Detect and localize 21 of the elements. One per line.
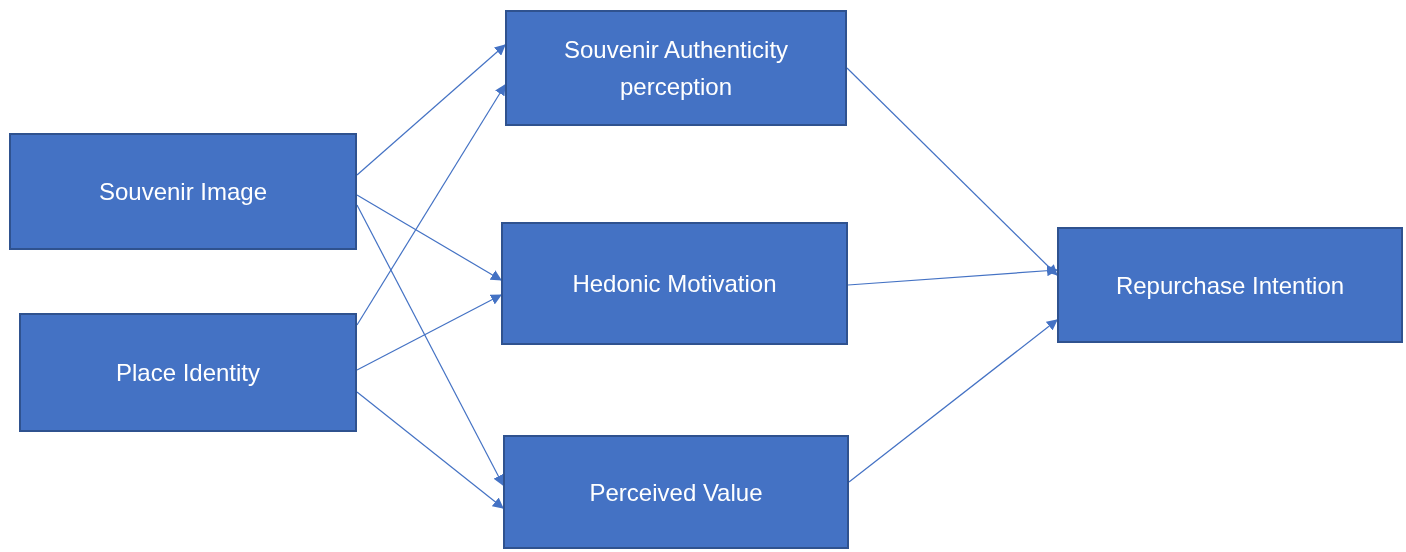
construct-box <box>19 313 357 432</box>
construct-label: Hedonic Motivation <box>572 269 777 299</box>
construct-label: Perceived Value <box>589 477 763 508</box>
construct-box <box>9 133 357 250</box>
construct-label: Souvenir Authenticity perception <box>562 35 790 102</box>
arrow <box>356 204 504 486</box>
construct-box <box>503 435 849 549</box>
arrow <box>846 67 1058 276</box>
arrow <box>356 44 506 176</box>
construct-label: Place Identity <box>115 358 261 388</box>
construct-box <box>501 222 848 345</box>
construct-label: Souvenir Image <box>98 177 268 207</box>
arrow <box>848 319 1058 483</box>
construct-box <box>1057 227 1403 343</box>
arrow <box>847 265 1059 286</box>
construct-label: Repurchase Intention <box>1115 270 1345 301</box>
construct-box <box>505 10 847 126</box>
arrow <box>356 84 506 326</box>
arrow <box>356 391 504 509</box>
arrow <box>356 194 502 281</box>
arrow <box>356 294 502 371</box>
